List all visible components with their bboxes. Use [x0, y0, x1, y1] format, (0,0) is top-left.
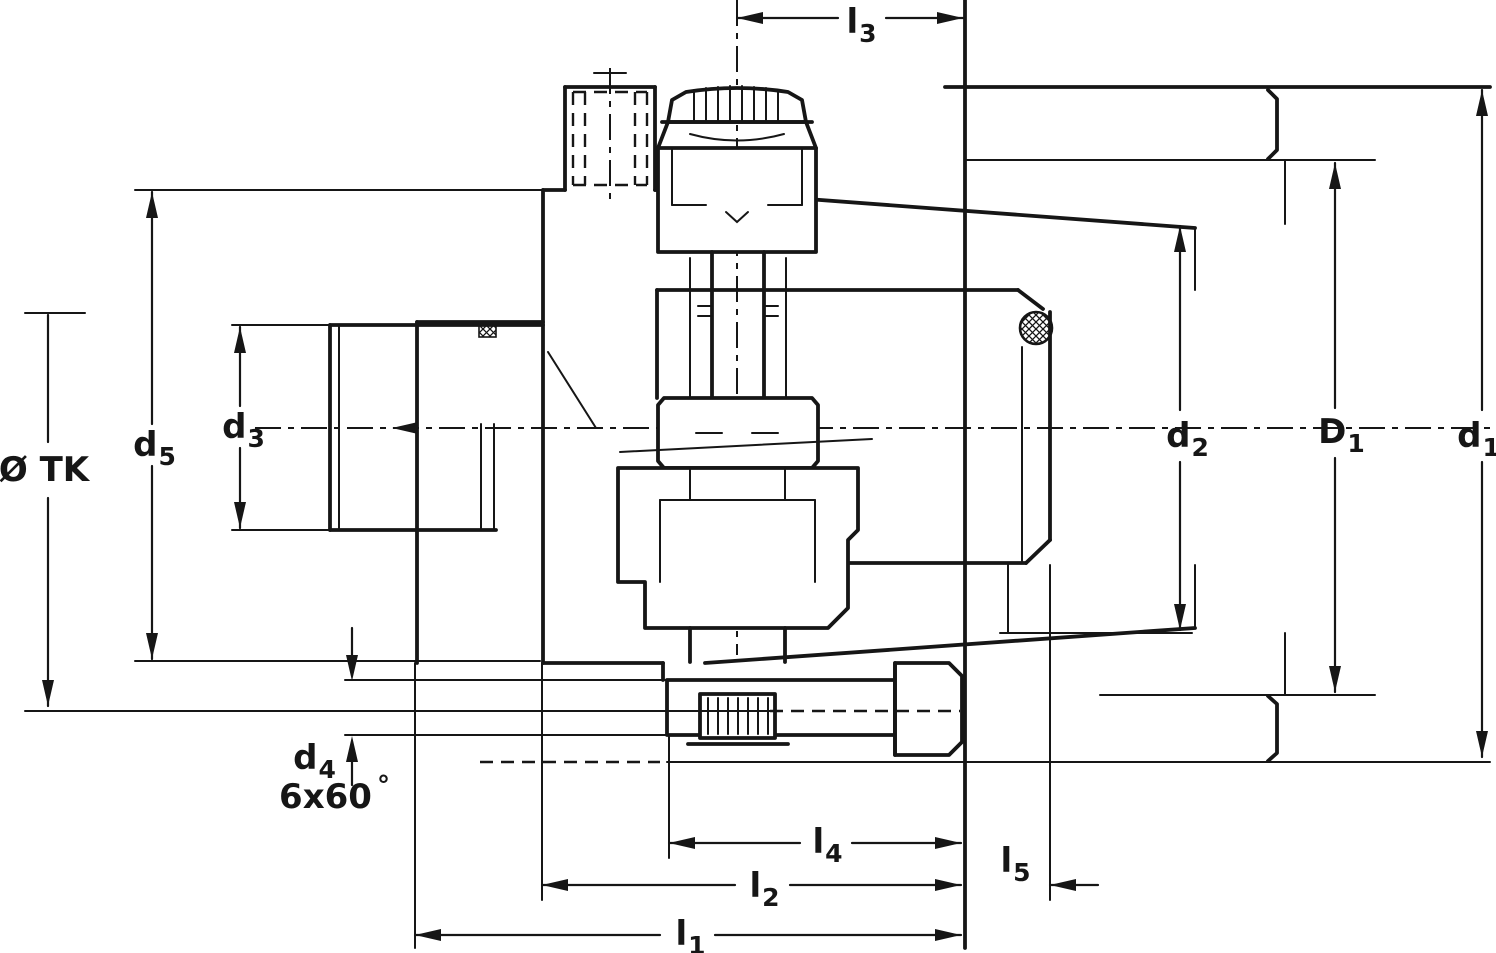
- center-bolt-assembly: [616, 85, 873, 664]
- punch-mark: [478, 322, 497, 338]
- cone-bottom-edge: [703, 626, 1197, 665]
- clamp-wedge: [616, 466, 860, 630]
- serrated-cap: [666, 86, 808, 124]
- flange-bolt-head: [893, 661, 964, 757]
- centerlines: [255, 0, 1490, 655]
- reference-lines: [24, 85, 1492, 949]
- threaded-hole-hidden: [571, 90, 649, 187]
- nut-block: [656, 396, 820, 470]
- socket-block: [656, 146, 818, 254]
- flange-bolt: [24, 661, 964, 757]
- centerline-arrow: [392, 422, 418, 434]
- dimension-lines: [42, 12, 1488, 941]
- o-ring: [1018, 310, 1054, 346]
